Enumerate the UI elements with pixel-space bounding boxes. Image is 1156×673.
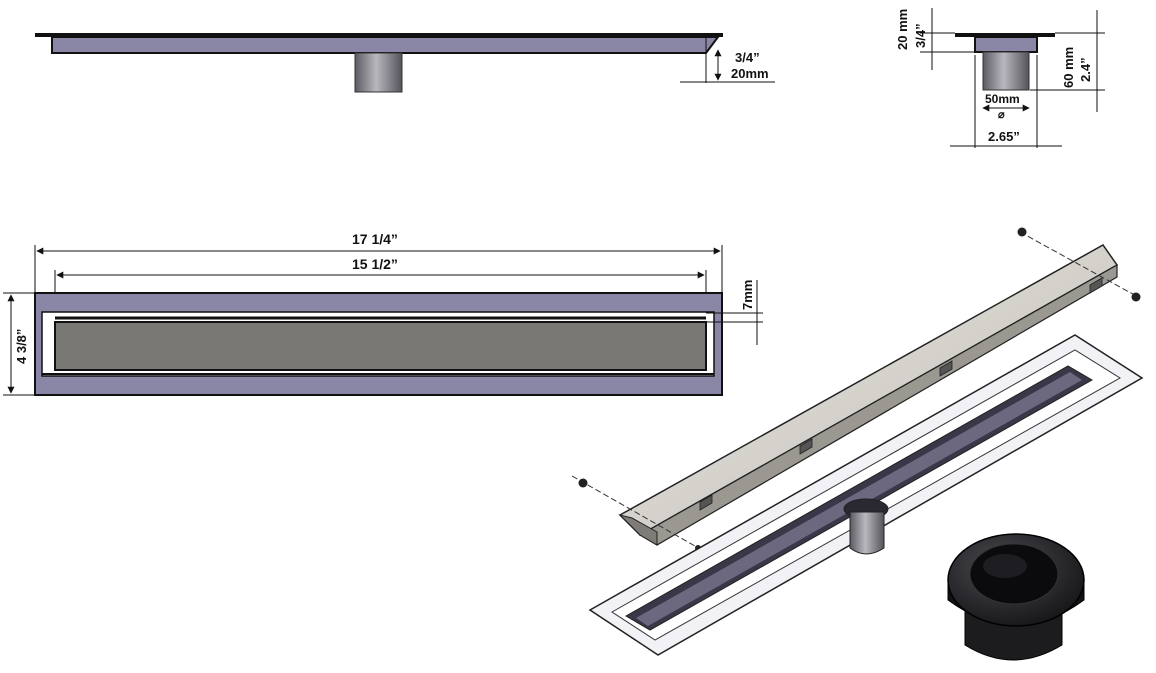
- side-channel-body: [51, 36, 720, 54]
- end-dim-outlet-symbol: ⌀: [998, 109, 1005, 121]
- end-dim-flange-mm: 20 mm: [895, 9, 910, 50]
- channel-body: [588, 334, 1144, 656]
- side-dim-height-mm: 20mm: [731, 66, 769, 81]
- end-view: 20 mm 3/4” 60 mm 2.4” 50mm ⌀ 2.65”: [895, 8, 1105, 148]
- side-outlet-pipe: [354, 52, 403, 93]
- top-dim-gap: 7mm: [740, 280, 755, 310]
- side-view: 3/4” 20mm: [35, 33, 775, 93]
- end-dim-flange-in: 3/4”: [913, 23, 928, 48]
- end-dim-total-in: 2.4”: [1078, 57, 1093, 82]
- side-dim-height-in: 3/4”: [735, 50, 760, 65]
- isometric-view: [571, 227, 1144, 661]
- end-channel: [974, 36, 1038, 53]
- end-dim-width: 2.65”: [988, 129, 1020, 144]
- end-dim-outlet: 50mm: [985, 92, 1020, 106]
- end-flange: [955, 33, 1055, 37]
- rubber-adapter: [947, 533, 1085, 661]
- top-view: 17 1/4” 15 1/2” 7mm 4 3/8”: [3, 231, 763, 396]
- grate-cover: [618, 244, 1119, 546]
- top-dim-width: 4 3/8”: [14, 329, 29, 364]
- end-dim-total-mm: 60 mm: [1061, 47, 1076, 88]
- top-dim-overall-length: 17 1/4”: [352, 231, 398, 247]
- top-dim-grate-length: 15 1/2”: [352, 256, 398, 272]
- top-grate: [54, 321, 707, 371]
- screw-top: [1017, 227, 1141, 302]
- end-outlet-pipe: [982, 51, 1030, 91]
- side-flange: [35, 33, 723, 37]
